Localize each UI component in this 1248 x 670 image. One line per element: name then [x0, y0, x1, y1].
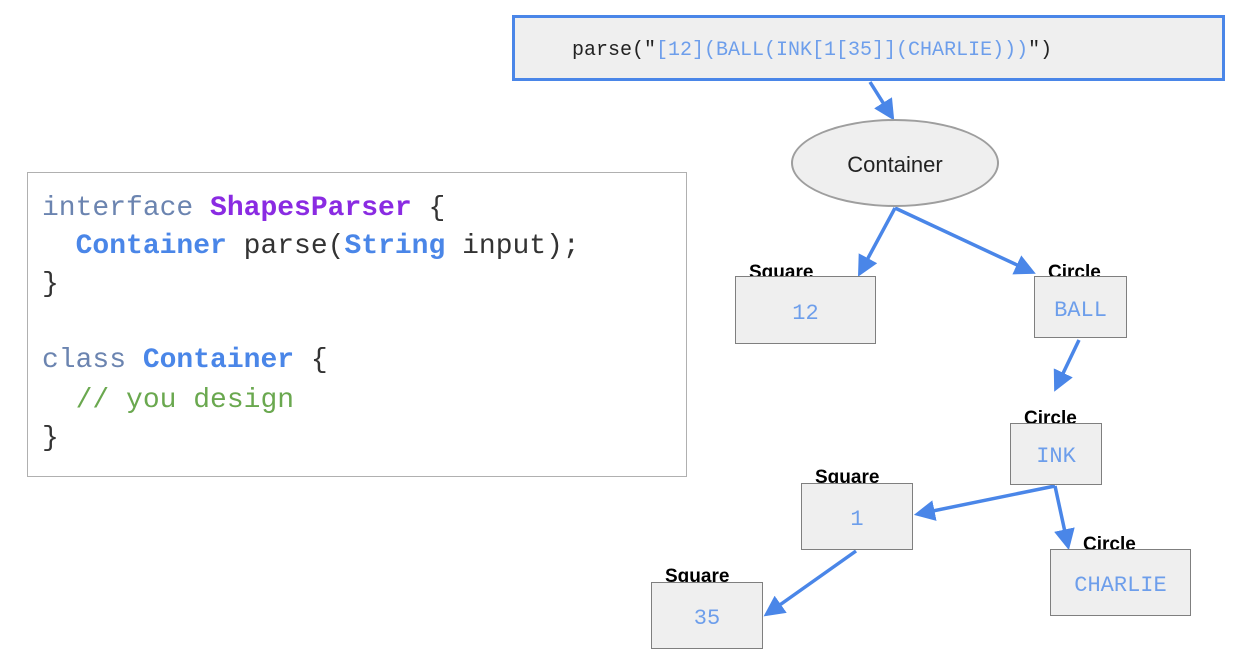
square-35-value: 35	[693, 606, 721, 631]
edge-container-to-circle-ball	[894, 206, 1036, 275]
circle-ink-value: INK	[1036, 444, 1076, 469]
container-node: Container	[791, 119, 999, 207]
square-35-type-label: Square	[665, 566, 730, 587]
parse-suffix: ")	[1028, 39, 1053, 62]
open-brace: {	[411, 193, 446, 224]
code-panel: interface ShapesParser { Container parse…	[27, 172, 687, 477]
square-1-node: 1	[801, 483, 913, 550]
param-name: input);	[445, 231, 580, 262]
code-line-interface: interface ShapesParser {	[42, 193, 445, 225]
square-1-type-label: Square	[815, 467, 880, 488]
square-12-value: 12	[792, 301, 819, 326]
param-type: String	[344, 231, 446, 262]
edge-parse-to-container	[868, 81, 895, 121]
parse-call-text: parse("[12](BALL(INK[1[35]](CHARLIE)))")	[572, 39, 1052, 63]
keyword-interface: interface	[42, 193, 211, 224]
open-brace: {	[294, 345, 328, 376]
circle-charlie-value: CHARLIE	[1074, 573, 1167, 598]
parse-prefix: parse("	[572, 39, 657, 62]
circle-ball-value: BALL	[1054, 298, 1107, 323]
circle-charlie-node: CHARLIE	[1050, 549, 1191, 616]
container-node-label: Container	[847, 152, 943, 177]
square-35-node: 35	[651, 582, 763, 649]
parse-call-box: parse("[12](BALL(INK[1[35]](CHARLIE)))")	[512, 15, 1225, 81]
return-type: Container	[75, 231, 227, 262]
square-12-node: 12	[735, 276, 876, 344]
edge-ink-to-charlie	[1053, 485, 1075, 551]
class-name: Container	[142, 345, 295, 376]
parse-argument: [12](BALL(INK[1[35]](CHARLIE)))	[656, 39, 1029, 62]
method-signature: parse(	[226, 231, 345, 262]
edge-container-to-square-12	[858, 207, 897, 277]
close-brace: }	[42, 269, 59, 300]
edge-ball-to-ink	[1053, 339, 1081, 392]
edge-ink-to-square-1	[913, 484, 1056, 521]
comment: // you design	[75, 385, 295, 416]
interface-name: ShapesParser	[210, 193, 412, 224]
code-line-class: class Container {	[42, 345, 328, 377]
square-1-value: 1	[850, 507, 864, 532]
code-line-method: Container parse(String input);	[42, 231, 580, 263]
circle-ball-node: BALL	[1034, 276, 1127, 338]
code-line-comment: // you design	[42, 385, 294, 417]
keyword-class: class	[42, 345, 143, 376]
close-brace: }	[42, 423, 59, 454]
edge-square-1-to-square-35	[763, 549, 858, 617]
circle-ink-node: INK	[1010, 423, 1102, 485]
